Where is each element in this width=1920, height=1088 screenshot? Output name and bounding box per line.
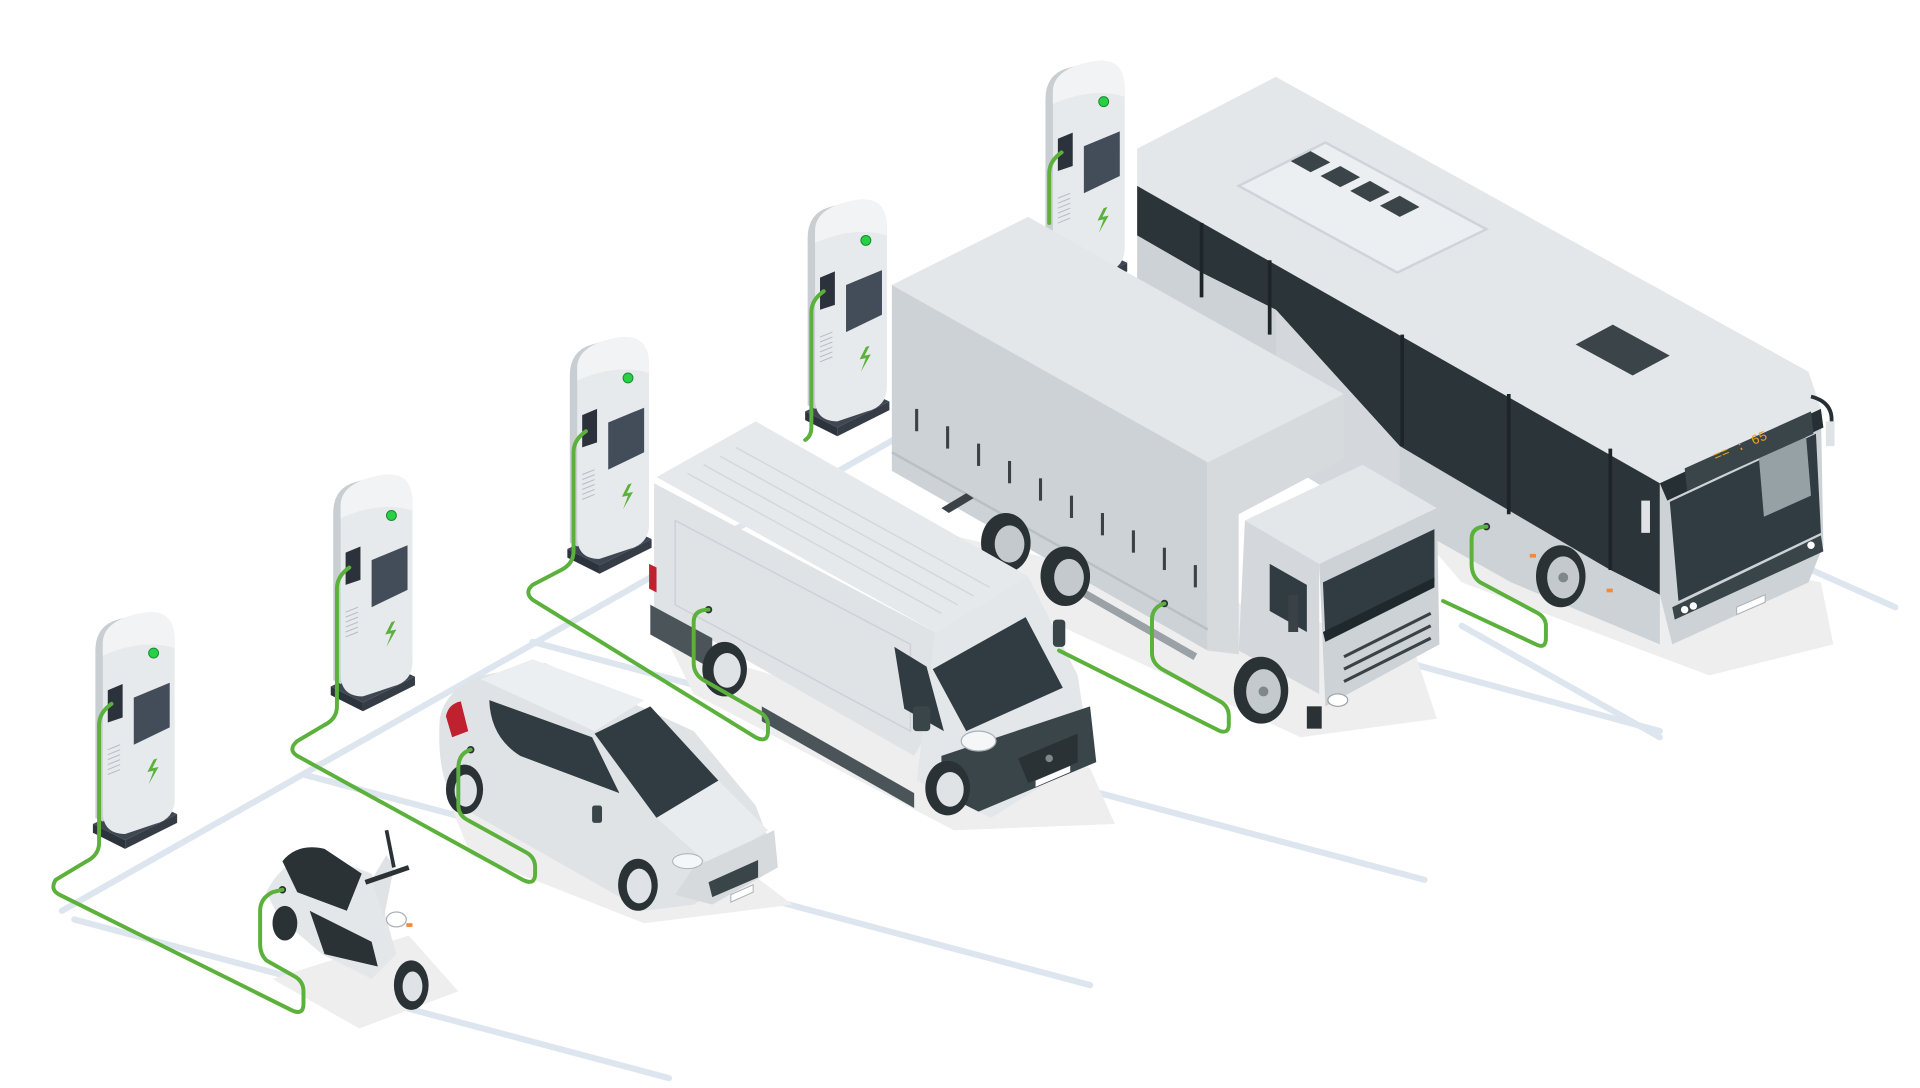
charger-3[interactable]: [566, 336, 653, 575]
roof-vents: [1290, 151, 1420, 217]
scooter[interactable]: [266, 829, 429, 1010]
charger-2[interactable]: [330, 473, 416, 712]
car[interactable]: [439, 659, 778, 911]
roof-hatch: [1575, 324, 1670, 376]
van[interactable]: [649, 421, 1097, 818]
charging-cables: [51, 150, 1548, 1014]
truck[interactable]: [891, 216, 1440, 729]
charger-4[interactable]: [804, 198, 891, 437]
charger-1[interactable]: [92, 611, 178, 850]
